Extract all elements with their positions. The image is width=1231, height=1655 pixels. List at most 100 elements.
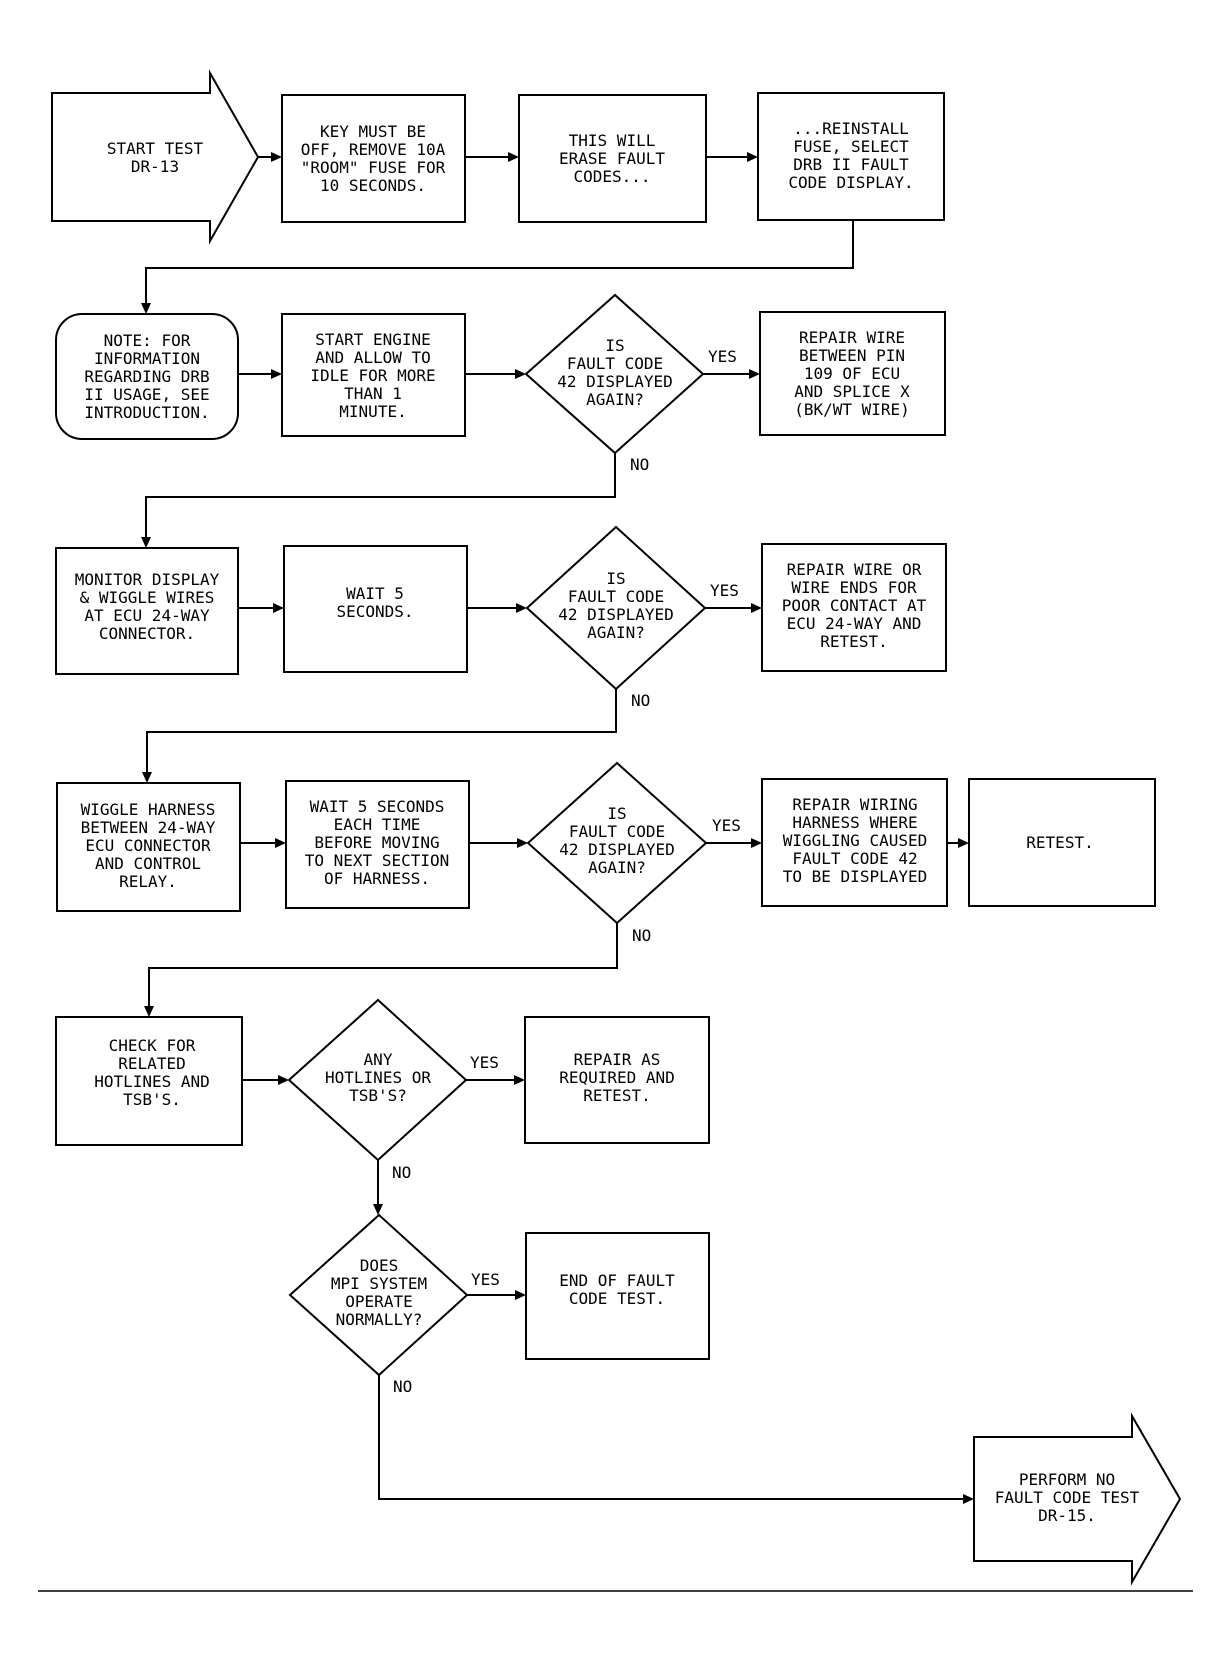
node-line: RETEST.	[1026, 833, 1093, 852]
decision-5-no-label: NO	[393, 1377, 412, 1396]
node-line: END OF FAULT	[559, 1271, 675, 1290]
wait-each-time-box	[285, 780, 470, 909]
node-line: REPAIR WIRING	[792, 795, 917, 814]
decision-1-yes-label: YES	[708, 347, 737, 366]
node-line: CODE DISPLAY.	[788, 173, 913, 192]
check-hotlines-box	[55, 1016, 243, 1146]
decision-1-no-label: NO	[630, 455, 649, 474]
node-line: OF HARNESS.	[324, 869, 430, 888]
node-line: DRB II FAULT	[793, 155, 909, 174]
node-line: FAULT CODE	[567, 354, 663, 373]
decision-3-no-label: NO	[632, 926, 651, 945]
node-line: "ROOM" FUSE FOR	[301, 158, 446, 177]
node-line: THIS WILL	[569, 131, 656, 150]
node-line: BEFORE MOVING	[314, 833, 439, 852]
node-line: REGARDING DRB	[84, 367, 209, 386]
perform-no-fault-arrow	[973, 1412, 1182, 1586]
node-line: FUSE, SELECT	[793, 137, 909, 156]
decision-4-no-label: NO	[392, 1163, 411, 1182]
node-line: PERFORM NO	[1019, 1470, 1115, 1489]
node-line: IDLE FOR MORE	[310, 366, 435, 385]
node-line: NOTE: FOR	[104, 331, 191, 350]
key-off-box	[281, 94, 466, 223]
node-line: AND CONTROL	[95, 854, 201, 873]
node-line: ECU 24-WAY AND	[787, 614, 922, 633]
node-line: TO NEXT SECTION	[305, 851, 450, 870]
node-line: DR-15.	[1038, 1506, 1096, 1525]
node-line: FAULT CODE	[568, 587, 664, 606]
node-line: 109 OF ECU	[804, 364, 900, 383]
reinstall-fuse-box	[757, 92, 945, 221]
node-line: FAULT CODE	[569, 822, 665, 841]
node-line: II USAGE, SEE	[84, 385, 209, 404]
decision-4-yes-label: YES	[470, 1053, 499, 1072]
node-line: RETEST.	[583, 1086, 650, 1105]
node-line: ERASE FAULT	[559, 149, 665, 168]
decision-3-yes-label: YES	[712, 816, 741, 835]
node-line: MONITOR DISPLAY	[75, 570, 220, 589]
node-line: THAN 1	[344, 384, 402, 403]
node-line: RETEST.	[820, 632, 887, 651]
node-line: BETWEEN PIN	[799, 346, 905, 365]
node-line: MINUTE.	[339, 402, 406, 421]
node-line: HOTLINES OR	[325, 1068, 431, 1087]
node-line: CHECK FOR	[109, 1036, 196, 1055]
node-line: OPERATE	[345, 1292, 412, 1311]
node-line: REPAIR AS	[574, 1050, 661, 1069]
wiggle-harness-box	[56, 782, 241, 912]
repair-wiring-box	[761, 778, 948, 907]
node-line: RELATED	[118, 1054, 185, 1073]
wait-5-box	[283, 545, 468, 673]
node-line: AGAIN?	[586, 390, 644, 409]
node-line: IS	[606, 569, 625, 588]
node-line: RELAY.	[119, 872, 177, 891]
end-of-test-box	[525, 1232, 710, 1360]
node-line: INFORMATION	[94, 349, 200, 368]
start-test-arrow	[51, 69, 260, 245]
node-line: DOES	[360, 1256, 399, 1275]
node-line: ANY	[364, 1050, 393, 1069]
node-line: REPAIR WIRE	[799, 328, 905, 347]
node-line: AND ALLOW TO	[315, 348, 431, 367]
node-line: DR-13	[131, 157, 179, 176]
node-line: TSB'S.	[123, 1090, 181, 1109]
node-line: START TEST	[107, 139, 204, 158]
node-line: WAIT 5	[346, 584, 404, 603]
node-line: AND SPLICE X	[794, 382, 910, 401]
node-line: BETWEEN 24-WAY	[81, 818, 216, 837]
node-line: SECONDS.	[336, 602, 413, 621]
node-line: CODES...	[573, 167, 650, 186]
node-line: & WIGGLE WIRES	[80, 588, 215, 607]
node-line: 42 DISPLAYED	[559, 840, 675, 859]
node-line: OFF, REMOVE 10A	[301, 140, 446, 159]
node-line: ECU CONNECTOR	[85, 836, 211, 855]
retest-box	[968, 778, 1156, 907]
node-line: INTRODUCTION.	[84, 403, 209, 422]
repair-wire-ends-box	[761, 543, 947, 672]
node-line: 42 DISPLAYED	[557, 372, 673, 391]
node-line: FAULT CODE TEST	[995, 1488, 1140, 1507]
start-engine-box	[281, 313, 466, 437]
node-line: REQUIRED AND	[559, 1068, 675, 1087]
node-line: WIGGLE HARNESS	[81, 800, 216, 819]
decision-2-yes-label: YES	[710, 581, 739, 600]
node-line: AGAIN?	[587, 623, 645, 642]
node-line: TSB'S?	[349, 1086, 407, 1105]
